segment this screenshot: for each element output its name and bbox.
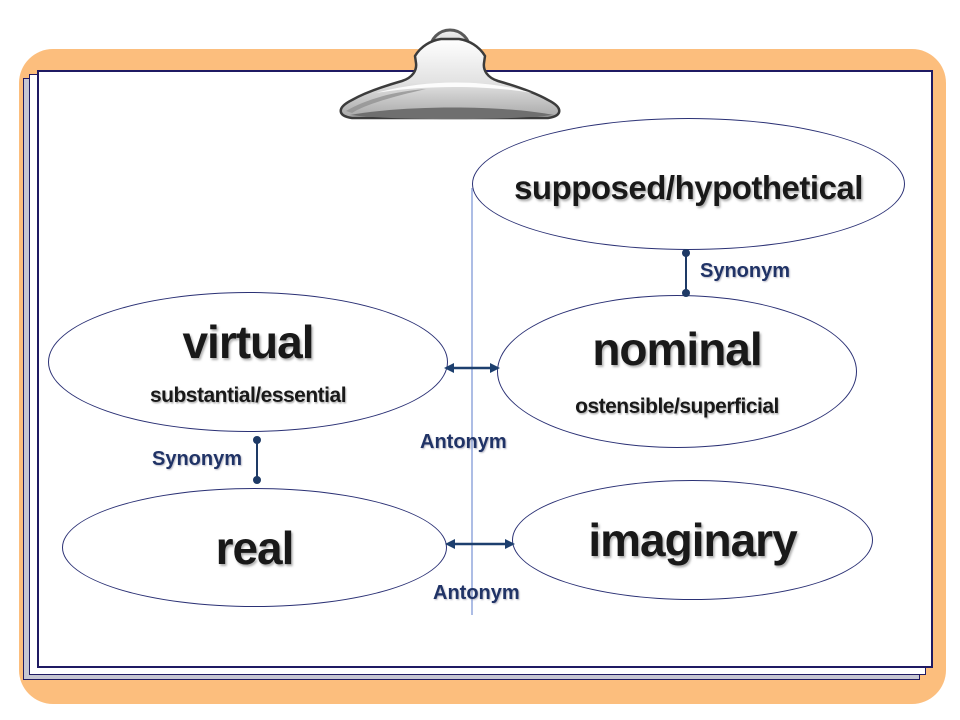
node-label: real: [215, 521, 295, 574]
synonym-connector-supposed-nominal: [679, 249, 693, 297]
node-imaginary: imaginary: [512, 480, 873, 600]
clipboard-clip-icon: [339, 28, 561, 120]
node-label: imaginary: [588, 514, 797, 566]
node-label: supposed/hypothetical: [514, 168, 863, 206]
connector-dot-icon: [682, 289, 690, 297]
node-sublabel: substantial/essential: [149, 383, 347, 407]
node-sublabel: ostensible/superficial: [575, 395, 779, 418]
connector-line: [256, 440, 258, 480]
connector-line: [685, 253, 687, 293]
vertical-guide-line: [471, 188, 473, 615]
node-label: virtual: [182, 315, 314, 368]
relation-label-antonym-bottom: Antonym: [433, 582, 520, 604]
synonym-connector-virtual-real: [250, 436, 264, 484]
node-supposed-hypothetical: supposed/hypothetical: [472, 118, 905, 250]
node-label: nominal: [592, 323, 762, 375]
connector-dot-icon: [253, 476, 261, 484]
node-nominal: nominal ostensible/superficial: [497, 295, 857, 448]
antonym-arrow-real-imaginary double-arrow-icon: [445, 539, 515, 549]
relation-label-antonym-middle: Antonym: [420, 431, 507, 453]
node-virtual: virtual substantial/essential: [48, 292, 448, 432]
relation-label-synonym-left: Synonym: [152, 448, 243, 470]
antonym-arrow-virtual-nominal double-arrow-icon: [444, 363, 500, 373]
relation-label-synonym-top: Synonym: [700, 260, 791, 282]
node-real: real: [62, 488, 447, 607]
